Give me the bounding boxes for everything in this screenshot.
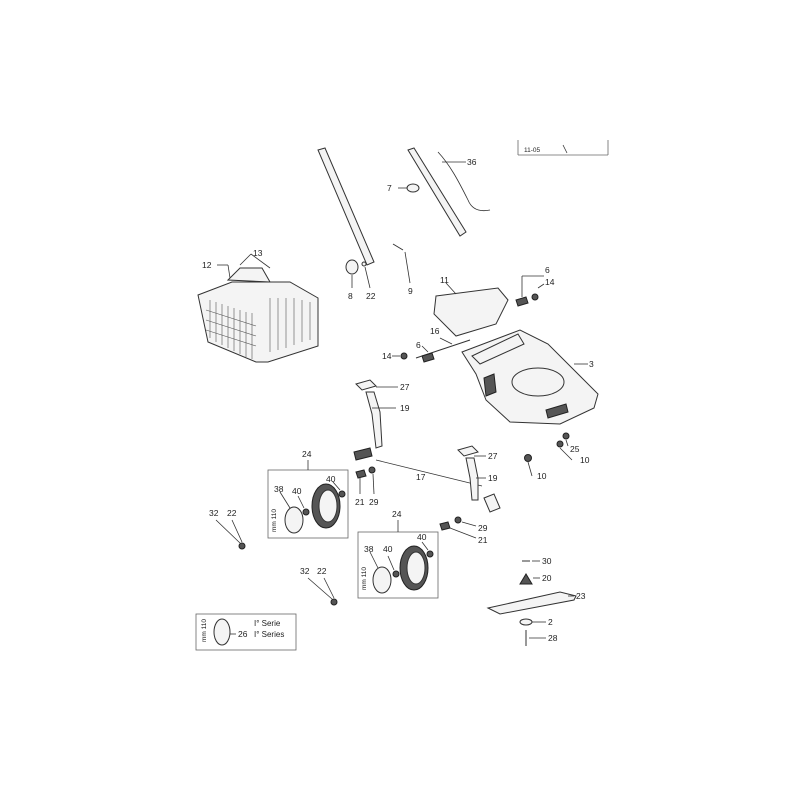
callout-23: 23 bbox=[576, 591, 586, 601]
dim-label-legend: mm 110 bbox=[201, 619, 208, 642]
revision-box: 11-05 bbox=[517, 140, 609, 156]
callout-19-right: 19 bbox=[488, 473, 498, 483]
callout-16: 16 bbox=[430, 326, 440, 336]
nut-14-right: 14 bbox=[531, 277, 555, 301]
callout-14-left: 14 bbox=[382, 351, 392, 361]
legend-serie-it: I° Serie bbox=[254, 619, 281, 628]
bolt-28: 28 bbox=[525, 630, 558, 646]
callout-36: 36 bbox=[467, 157, 477, 167]
callout-26: 26 bbox=[238, 629, 248, 639]
legend-hubcap-26: 26 mm 110 I° Serie I° Series bbox=[195, 613, 297, 651]
washer-22: 22 bbox=[361, 261, 376, 301]
callout-40-lower-right: 40 bbox=[417, 532, 427, 542]
callout-10-right: 10 bbox=[580, 455, 590, 465]
rear-flap-11: 11 bbox=[433, 275, 509, 337]
callout-9: 9 bbox=[408, 286, 413, 296]
callout-14-right: 14 bbox=[545, 277, 555, 287]
callout-6-right: 6 bbox=[545, 265, 550, 275]
bolt-21-left: 21 bbox=[355, 469, 367, 507]
washer-32-22-upper: 32 22 bbox=[209, 508, 246, 550]
callout-8: 8 bbox=[348, 291, 353, 301]
callout-3: 3 bbox=[589, 359, 594, 369]
dim-label-lower: mm 110 bbox=[361, 567, 368, 590]
callout-22-lower: 22 bbox=[317, 566, 327, 576]
blade-adapter-20: 20 bbox=[519, 573, 552, 585]
callout-22-top: 22 bbox=[366, 291, 376, 301]
callout-38-lower: 38 bbox=[364, 544, 374, 554]
wheel-assembly-24-upper: 24 38 40 40 mm 110 bbox=[267, 449, 349, 539]
callout-28: 28 bbox=[548, 633, 558, 643]
callout-24-lower: 24 bbox=[392, 509, 402, 519]
axle-17: 17 bbox=[375, 459, 483, 487]
nut-25: 25 bbox=[562, 432, 580, 454]
callout-10-center: 10 bbox=[537, 471, 547, 481]
washer-29-left: 29 bbox=[368, 466, 379, 507]
callout-40-upper-left: 40 bbox=[292, 486, 302, 496]
callout-13: 13 bbox=[253, 248, 263, 258]
callout-25: 25 bbox=[570, 444, 580, 454]
nut-14-left: 14 bbox=[382, 351, 408, 361]
wheel-assembly-24-lower: 24 38 40 40 mm 110 bbox=[357, 509, 439, 599]
callout-38-upper: 38 bbox=[274, 484, 284, 494]
lever-19-left: 19 bbox=[353, 391, 410, 461]
callout-24-upper: 24 bbox=[302, 449, 312, 459]
handle-right-tube bbox=[407, 147, 467, 237]
grass-catcher: 12 13 bbox=[197, 248, 319, 363]
callout-27-left: 27 bbox=[400, 382, 410, 392]
callout-2: 2 bbox=[548, 617, 553, 627]
callout-19-left: 19 bbox=[400, 403, 410, 413]
nut-10-right: 10 bbox=[556, 440, 590, 465]
callout-22-upper: 22 bbox=[227, 508, 237, 518]
callout-40-upper-right: 40 bbox=[326, 474, 336, 484]
callout-11: 11 bbox=[440, 275, 449, 285]
lever-19-right: 19 bbox=[465, 457, 501, 513]
dim-label-upper: mm 110 bbox=[271, 509, 278, 532]
spring-6-right: 6 bbox=[515, 265, 550, 307]
knob-7: 7 bbox=[387, 183, 420, 193]
callout-12: 12 bbox=[202, 260, 212, 270]
callout-30: 30 bbox=[542, 556, 552, 566]
blade-23: 23 bbox=[486, 591, 586, 615]
nut-10-center: 10 bbox=[524, 454, 547, 481]
callout-21-left: 21 bbox=[355, 497, 365, 507]
callout-27-right: 27 bbox=[488, 451, 498, 461]
cable-36: 36 bbox=[437, 151, 491, 212]
callout-32-upper: 32 bbox=[209, 508, 219, 518]
washer-32-22-lower: 32 22 bbox=[300, 566, 338, 606]
mower-deck-3: 3 bbox=[461, 329, 599, 425]
callout-17: 17 bbox=[416, 472, 426, 482]
callout-32-lower: 32 bbox=[300, 566, 310, 576]
lever-cap-27-left: 27 bbox=[355, 379, 410, 392]
pencil-icon bbox=[562, 144, 568, 154]
callout-21-right: 21 bbox=[478, 535, 488, 545]
revision-code: 11-05 bbox=[524, 147, 541, 154]
knob-8: 8 bbox=[345, 259, 359, 301]
bolt-21-right: 21 bbox=[439, 521, 488, 545]
washer-2: 2 bbox=[519, 617, 553, 627]
callout-6-left: 6 bbox=[416, 340, 421, 350]
callout-29-left: 29 bbox=[369, 497, 379, 507]
bolt-30: 30 bbox=[522, 556, 552, 566]
callout-29-right: 29 bbox=[478, 523, 488, 533]
handle-left-tube bbox=[317, 147, 375, 266]
callout-20: 20 bbox=[542, 573, 552, 583]
legend-serie-en: I° Series bbox=[254, 630, 284, 639]
washer-29-right: 29 bbox=[454, 516, 488, 533]
callout-40-lower-left: 40 bbox=[383, 544, 393, 554]
callout-7: 7 bbox=[387, 183, 392, 193]
lever-cap-27-right: 27 bbox=[457, 445, 498, 461]
bolt-9: 9 bbox=[392, 243, 413, 296]
spring-6-left: 6 bbox=[416, 340, 435, 363]
